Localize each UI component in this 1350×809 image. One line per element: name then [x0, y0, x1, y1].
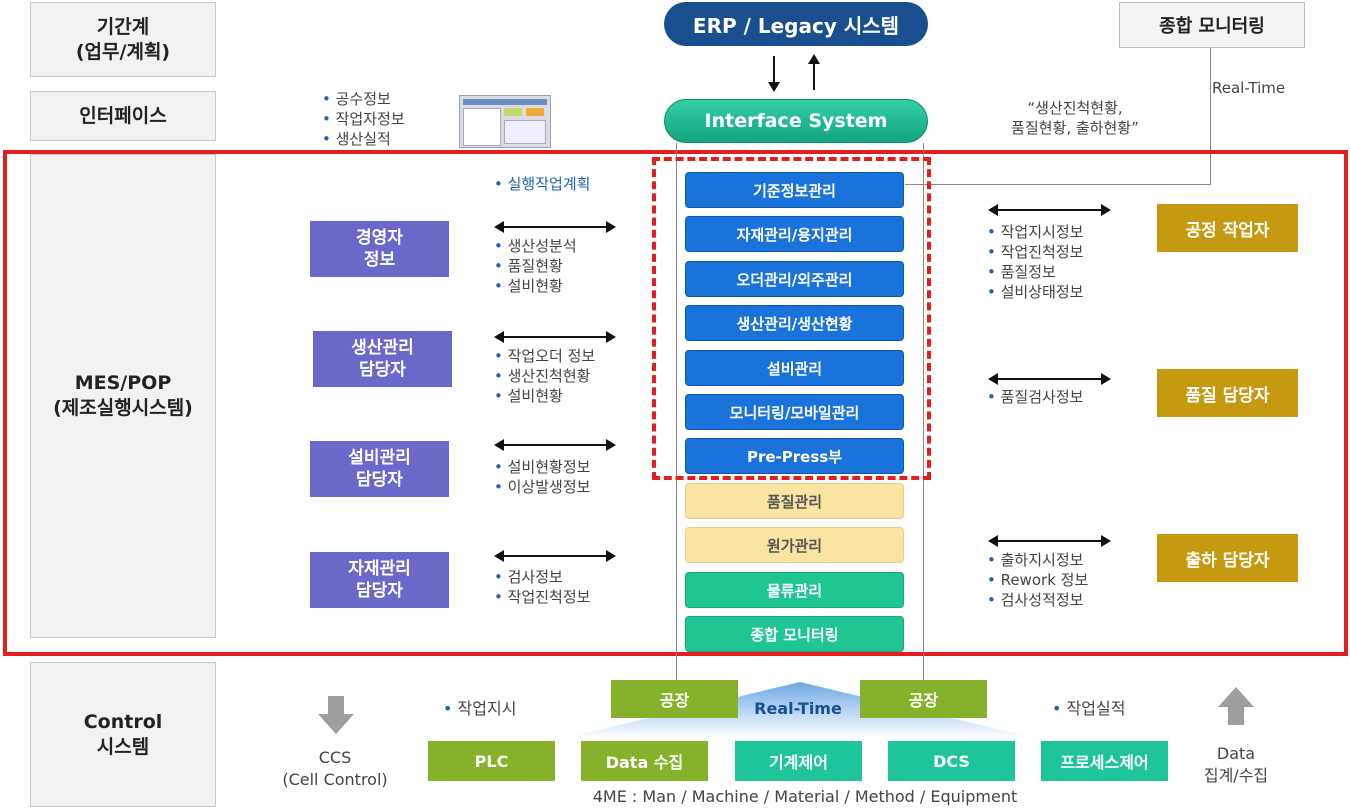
- module-standard-info[interactable]: 기준정보관리: [685, 172, 904, 208]
- down-arrow-icon: [318, 696, 354, 734]
- list-item: 작업진척정보: [494, 587, 591, 607]
- four-me-footer: 4ME : Man / Machine / Material / Method …: [592, 787, 1018, 806]
- realtime-fan-shape: [565, 682, 1035, 738]
- data-collect-label: Data 집계/수집: [1203, 744, 1269, 785]
- exchange-arrow-icon: [494, 221, 616, 233]
- module-quality[interactable]: 품질관리: [685, 483, 904, 519]
- module-prepress[interactable]: Pre-Press부: [685, 438, 904, 474]
- module-cost[interactable]: 원가관리: [685, 527, 904, 563]
- list-item: 생산실적: [322, 129, 405, 149]
- control-dcs[interactable]: DCS: [888, 741, 1015, 781]
- layer-control: Control 시스템: [30, 662, 216, 807]
- list-item: 설비현황정보: [494, 457, 591, 477]
- interface-system[interactable]: Interface System: [664, 99, 928, 143]
- screen-thumbnail: [459, 95, 551, 148]
- list-item: 생산진척현황: [494, 366, 595, 386]
- interface-info-list: 공수정보 작업자정보 생산실적: [322, 89, 405, 149]
- material-info-list: 검사정보 작업진척정보: [494, 567, 591, 607]
- factory-right[interactable]: 공장: [860, 680, 987, 718]
- erp-exchange-arrows-icon: [768, 54, 820, 92]
- list-item: 작업진척정보: [987, 242, 1084, 262]
- list-item: 품질정보: [987, 262, 1083, 282]
- work-result-note: 작업실적: [1052, 699, 1126, 719]
- list-item: 출하지시정보: [987, 550, 1088, 570]
- module-logistics[interactable]: 물류관리: [685, 572, 904, 608]
- quality-worker-info-list: 품질검사정보: [987, 387, 1084, 407]
- realtime-control-label: Real-Time: [754, 699, 842, 718]
- work-order-note: 작업지시: [443, 699, 517, 719]
- production-info-list: 작업오더 정보 생산진척현황 설비현황: [494, 346, 596, 406]
- exchange-arrow-icon: [494, 439, 616, 451]
- role-process-worker[interactable]: 공정 작업자: [1157, 204, 1298, 252]
- list-item: 작업자정보: [322, 109, 405, 129]
- module-equipment[interactable]: 설비관리: [685, 350, 904, 386]
- module-production[interactable]: 생산관리/생산현황: [685, 305, 904, 341]
- list-item: 작업지시: [443, 699, 517, 719]
- list-item: 설비현황: [494, 276, 577, 296]
- role-quality-manager[interactable]: 품질 담당자: [1157, 369, 1298, 417]
- equipment-info-list: 설비현황정보 이상발생정보: [494, 457, 591, 497]
- list-item: 설비상태정보: [987, 282, 1084, 302]
- control-machine[interactable]: 기계제어: [735, 741, 862, 781]
- exchange-arrow-icon: [988, 373, 1111, 385]
- erp-legacy-system[interactable]: ERP / Legacy 시스템: [664, 2, 928, 46]
- mes-scope-border: [3, 150, 1348, 656]
- core-modules-highlight: [652, 157, 931, 480]
- list-item: 이상발생정보: [494, 477, 591, 497]
- list-item: 설비현황: [494, 386, 595, 406]
- module-total-monitoring[interactable]: 종합 모니터링: [685, 616, 904, 652]
- module-monitoring-mobile[interactable]: 모니터링/모바일관리: [685, 394, 904, 430]
- list-item: 실행작업계획: [494, 174, 591, 194]
- process-worker-info-list: 작업지시정보 작업진척정보 품질정보 설비상태정보: [987, 222, 1084, 302]
- list-item: Rework 정보: [987, 570, 1089, 590]
- role-executive[interactable]: 경영자 정보: [310, 221, 449, 277]
- total-monitoring-box[interactable]: 종합 모니터링: [1119, 2, 1305, 48]
- layer-planning: 기간계 (업무/계획): [30, 2, 216, 77]
- shipping-info-list: 출하지시정보 Rework 정보 검사성적정보: [987, 550, 1089, 610]
- role-shipping-manager[interactable]: 출하 담당자: [1157, 534, 1298, 582]
- role-material-manager[interactable]: 자재관리 담당자: [310, 552, 449, 608]
- exchange-arrow-icon: [494, 331, 616, 343]
- control-plc[interactable]: PLC: [428, 741, 555, 781]
- plan-note: 실행작업계획: [494, 174, 591, 194]
- list-item: 공수정보: [322, 89, 405, 109]
- exchange-arrow-icon: [988, 535, 1111, 547]
- list-item: 품질검사정보: [987, 387, 1084, 407]
- list-item: 생산성분석: [494, 236, 577, 256]
- control-data-collection[interactable]: Data 수집: [581, 741, 708, 781]
- list-item: 작업실적: [1052, 699, 1126, 719]
- list-item: 검사성적정보: [987, 590, 1088, 610]
- control-process[interactable]: 프로세스제어: [1041, 741, 1168, 781]
- module-order-outsourcing[interactable]: 오더관리/외주관리: [685, 261, 904, 297]
- executive-info-list: 생산성분석 품질현황 설비현황: [494, 236, 577, 296]
- module-material-paper[interactable]: 자재관리/용지관리: [685, 216, 904, 252]
- factory-left[interactable]: 공장: [611, 680, 738, 718]
- layer-mes: MES/POP (제조실행시스템): [30, 154, 216, 638]
- role-equipment-manager[interactable]: 설비관리 담당자: [310, 441, 449, 497]
- role-production-manager[interactable]: 생산관리 담당자: [313, 331, 452, 387]
- ccs-label: CCS (Cell Control): [282, 748, 388, 789]
- exchange-arrow-icon: [988, 204, 1111, 216]
- up-arrow-icon: [1218, 687, 1254, 725]
- list-item: 품질현황: [494, 256, 577, 276]
- realtime-label: Real-Time: [1212, 79, 1286, 97]
- exchange-arrow-icon: [494, 550, 616, 562]
- list-item: 작업오더 정보: [494, 346, 596, 366]
- monitor-note: “생산진척현황, 품질현황, 출하현황”: [1011, 99, 1139, 138]
- layer-interface: 인터페이스: [30, 91, 216, 141]
- list-item: 작업지시정보: [987, 222, 1084, 242]
- list-item: 검사정보: [494, 567, 590, 587]
